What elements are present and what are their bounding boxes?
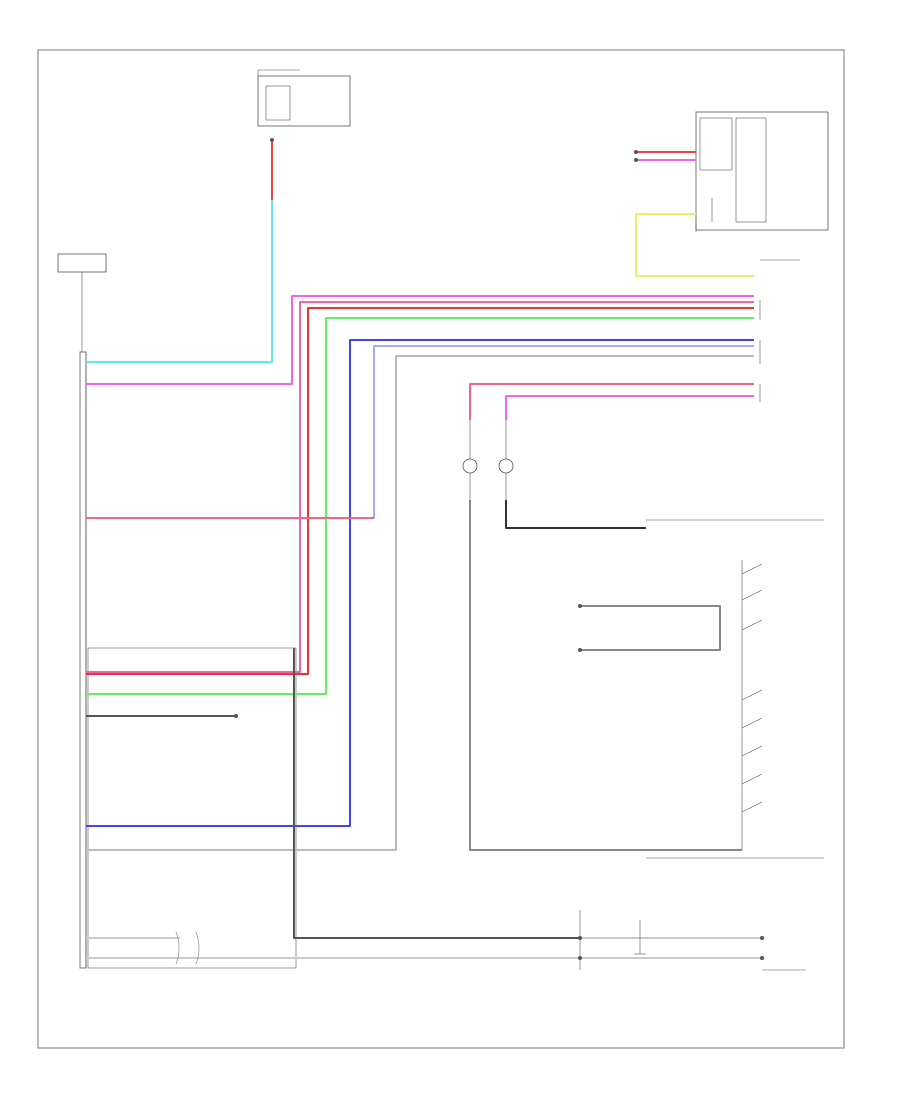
control-unit-box: [695, 111, 829, 232]
switch-contact: [741, 563, 763, 813]
wire-cyan: [86, 200, 273, 363]
diode-symbol: [462, 420, 514, 500]
wire-yellow: [635, 213, 754, 277]
ground-symbol: [634, 920, 646, 955]
wire-dark-bottom: [293, 648, 580, 939]
wire-blue: [86, 339, 754, 827]
connector-terminal: [234, 138, 764, 960]
wire-red: [86, 307, 754, 675]
wire-lavender: [86, 345, 754, 519]
wire-gray-vertical: [469, 500, 742, 851]
diagram-frame: [37, 49, 845, 1049]
wire-switch-loop: [580, 605, 721, 651]
wire-pink: [86, 301, 754, 673]
right-connector: [759, 259, 800, 402]
wire-black-ground: [505, 500, 646, 529]
wire-green: [86, 317, 754, 695]
small-connector-box: [57, 253, 107, 273]
wire-magenta-lower: [505, 395, 754, 420]
fuse-relay-box: [257, 69, 351, 127]
main-unit-connector: [79, 351, 87, 969]
wire-pink-lower: [469, 383, 754, 420]
lower-connector-box: [87, 647, 297, 969]
steering-switch-box: [646, 519, 824, 859]
wire-magenta: [86, 295, 754, 385]
coil-symbol: [175, 931, 200, 965]
bottom-right-unit: [579, 910, 806, 971]
wire-gray: [86, 355, 754, 851]
